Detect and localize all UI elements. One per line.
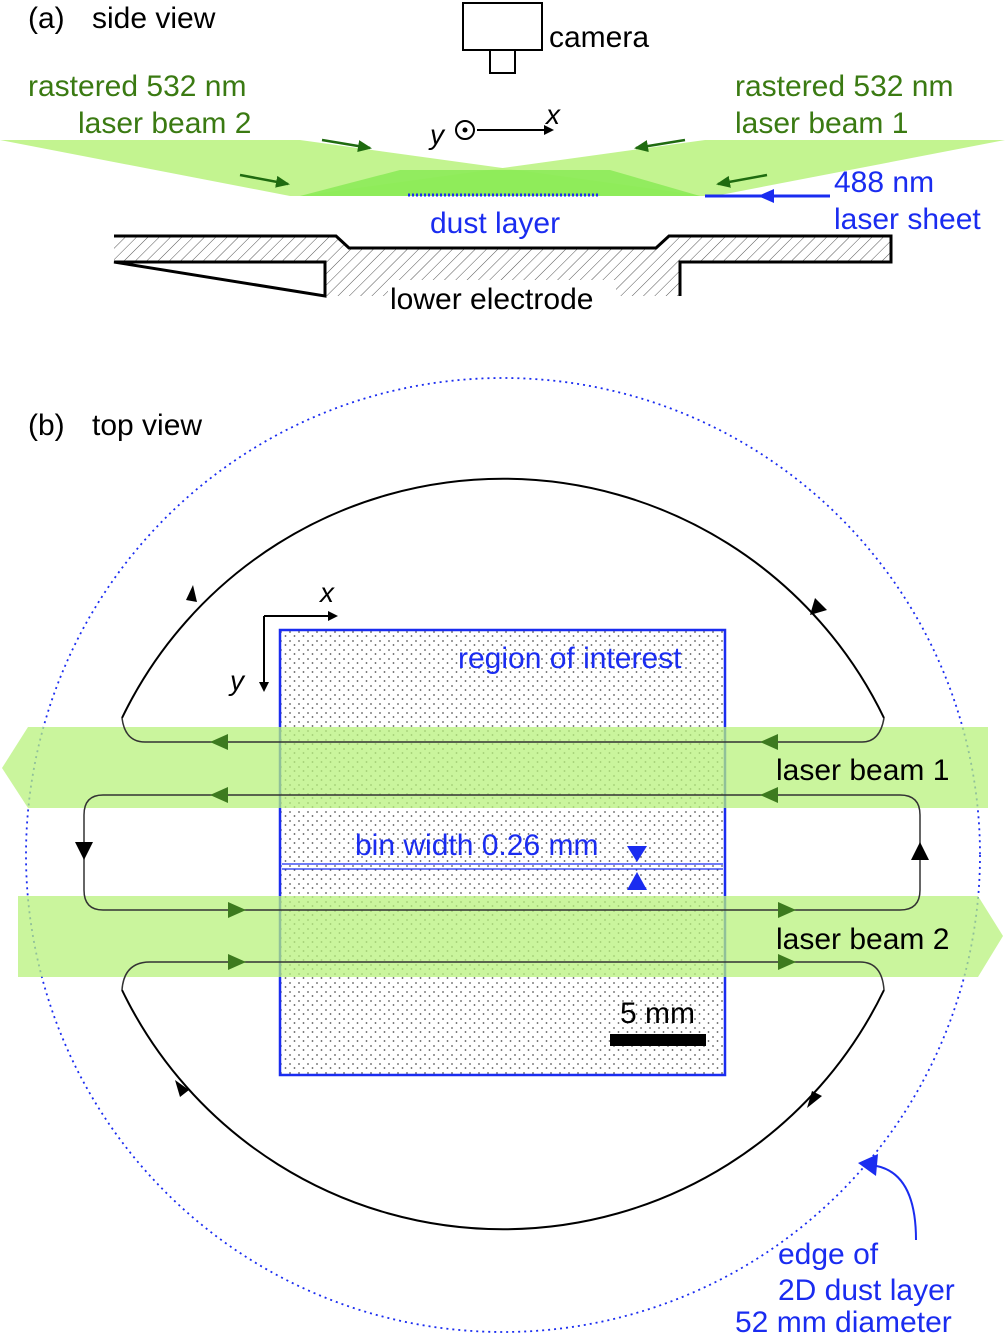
laser-sheet-label-line2: laser sheet [834,203,981,236]
green-arrow [210,787,228,803]
side-view-panel: (a) side view camera rastered 532 nm las… [0,2,1005,316]
laser-beam-1-label-line2: laser beam 1 [735,107,908,140]
laser-beam-1-label-line1: rastered 532 nm [735,70,953,103]
scale-bar [610,1034,706,1046]
camera-label: camera [549,21,649,54]
edge-label-line2: 2D dust layer [778,1274,955,1307]
laser-beam-2-top [18,896,1003,977]
green-arrow [760,787,778,803]
arc-arrow [807,1091,822,1108]
top-view-panel: (b) top view region of interest laser be… [2,377,1003,1334]
edge-callout-arrow [858,1154,878,1176]
panel-label-a: (a) [28,2,65,35]
region-of-interest-box [278,628,727,1077]
arc-arrow [186,585,197,602]
green-arrow [321,138,372,152]
laser-sheet-label-line1: 488 nm [834,166,934,199]
panel-label-b: (b) [28,409,65,442]
roi-label: region of interest [458,642,682,675]
green-arrow [760,734,778,750]
edge-callout-line [869,1164,917,1241]
scale-bar-label: 5 mm [620,997,695,1030]
green-arrow [239,173,290,188]
green-arrow [778,902,796,918]
laser-beam-1-top-label: laser beam 1 [776,754,949,787]
raster-bottom-arc [121,989,885,1231]
dust-particles [280,630,725,1075]
green-arrow [716,173,768,188]
out-of-page-icon [455,120,475,140]
side-arrow [75,842,93,860]
beam-overlap-region [300,170,700,196]
electrode-label: lower electrode [390,283,593,316]
laser-beam-1-top [2,727,988,808]
raster-top-arc [121,477,885,719]
dust-layer-label: dust layer [430,207,560,240]
green-arrow [228,954,246,970]
lower-electrode [113,234,893,314]
raster-path [83,477,921,1231]
top-axis-x-label: x [318,577,335,608]
laser-beam-2-label-line1: rastered 532 nm [28,70,246,103]
dust-layer-edge-circle [25,377,981,1333]
edge-label-line3: 52 mm diameter [735,1306,952,1334]
green-arrow [778,954,796,970]
arc-arrow [810,598,827,615]
laser-beam-2-top-label: laser beam 2 [776,923,949,956]
top-axis-y-label: y [228,665,246,696]
side-axis-x-label: x [544,99,561,130]
laser-beam-2-label-line2: laser beam 2 [78,107,251,140]
side-arrow [911,842,929,860]
bin-arrow-up [627,872,647,890]
green-arrow [228,902,246,918]
green-arrow [210,734,228,750]
arc-arrow [175,1080,189,1097]
bin-width-label: bin width 0.26 mm [355,829,598,862]
top-view-title: top view [92,409,202,442]
bin-arrow-down [627,846,647,862]
side-axis-y-label: y [428,119,446,150]
camera-icon [462,2,543,74]
edge-label-line1: edge of [778,1238,879,1271]
green-arrow [634,138,686,152]
side-view-title: side view [92,2,216,35]
